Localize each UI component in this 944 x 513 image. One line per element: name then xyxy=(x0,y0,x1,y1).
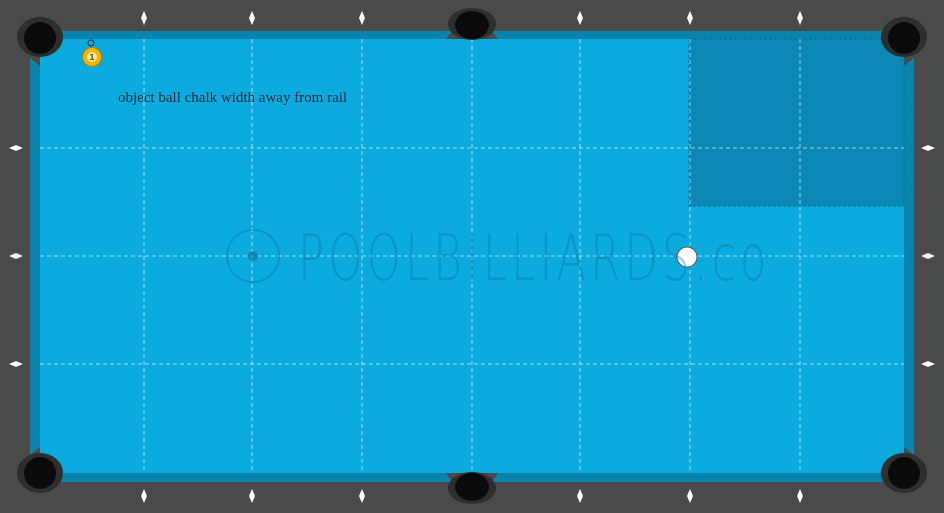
pockets xyxy=(17,8,927,504)
chalk-marker xyxy=(87,39,95,47)
ball-number: 1 xyxy=(89,53,95,62)
watermark-logo-icon xyxy=(226,229,280,283)
top-left-cushion xyxy=(56,31,452,39)
target-zone xyxy=(688,38,905,207)
annotation-label: object ball chalk width away from rail xyxy=(118,90,348,106)
object-ball-1[interactable]: 1 xyxy=(82,47,102,67)
right-cushion xyxy=(904,58,914,455)
left-cushion xyxy=(30,58,40,455)
bottom-left-cushion xyxy=(56,473,452,482)
table-grid xyxy=(40,39,904,473)
rail-diamonds xyxy=(9,11,935,503)
watermark-text: POOLBILLIARDS.co xyxy=(298,222,771,296)
bottom-right-cushion xyxy=(492,473,886,482)
cue-ball[interactable] xyxy=(676,246,698,268)
top-right-cushion xyxy=(492,31,886,39)
